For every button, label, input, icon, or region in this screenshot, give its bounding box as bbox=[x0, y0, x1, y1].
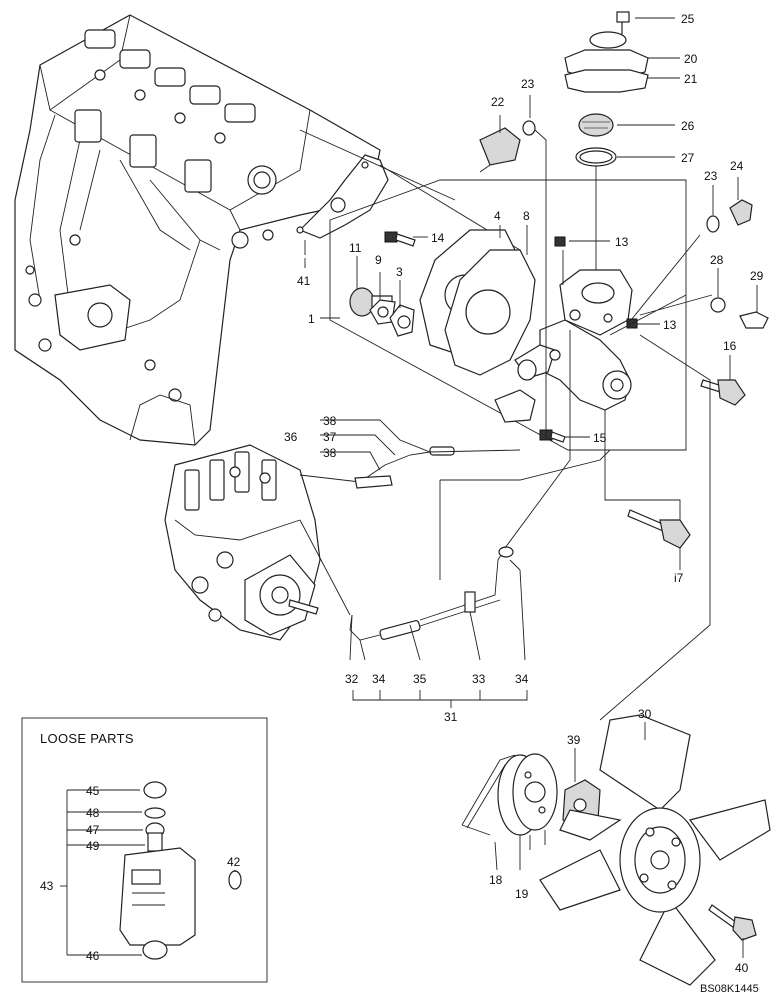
callout-14: 14 bbox=[431, 231, 445, 245]
callout-22: 22 bbox=[491, 95, 505, 109]
callout-25: 25 bbox=[681, 12, 695, 26]
callout-45: 45 bbox=[86, 784, 100, 798]
callout-37: 37 bbox=[323, 430, 337, 444]
washer-42 bbox=[228, 870, 242, 890]
leader-line bbox=[320, 419, 521, 453]
callout-34-left: 34 bbox=[372, 672, 386, 686]
callout-36: 36 bbox=[284, 430, 298, 444]
callout-3: 3 bbox=[396, 265, 403, 279]
water-pump-body bbox=[494, 269, 633, 423]
callout-16: 16 bbox=[723, 339, 737, 353]
gasket-41 bbox=[296, 154, 389, 255]
callout-40: 40 bbox=[735, 961, 749, 975]
loose-parts-title: LOOSE PARTS bbox=[40, 731, 134, 746]
leader-bracket bbox=[66, 789, 145, 956]
callout-28: 28 bbox=[710, 253, 724, 267]
leader-line bbox=[599, 334, 711, 721]
callout-13-bottom: 13 bbox=[663, 318, 677, 332]
drawing-code: BS08K1445 bbox=[700, 983, 759, 995]
leader-line bbox=[534, 129, 547, 440]
callout-13-top: 13 bbox=[615, 235, 629, 249]
bolt-40 bbox=[708, 904, 757, 941]
callout-48: 48 bbox=[86, 806, 100, 820]
callout-49: 49 bbox=[86, 839, 100, 853]
callout-1: 1 bbox=[308, 312, 315, 326]
callout-33: 33 bbox=[472, 672, 486, 686]
callout-24: 24 bbox=[730, 159, 744, 173]
callout-39: 39 bbox=[567, 733, 581, 747]
callout-43: 43 bbox=[40, 879, 54, 893]
leader-line bbox=[320, 451, 381, 471]
bracket-ticks bbox=[379, 690, 481, 708]
callout-19: 19 bbox=[515, 887, 529, 901]
plug-24 bbox=[706, 199, 753, 233]
assembly-outline bbox=[329, 179, 687, 451]
bolt-29 bbox=[739, 311, 769, 329]
sensor-22 bbox=[479, 127, 521, 173]
washer-28 bbox=[710, 297, 726, 313]
leader-line bbox=[469, 611, 481, 661]
leader-line bbox=[494, 835, 521, 871]
callout-11: 11 bbox=[349, 241, 362, 255]
leader-line bbox=[409, 624, 421, 661]
callout-41: 41 bbox=[297, 274, 311, 288]
callout-26: 26 bbox=[681, 119, 695, 133]
fuel-hose-36 bbox=[299, 446, 455, 489]
cooling-fan-30 bbox=[539, 714, 771, 986]
callout-34-right: 34 bbox=[515, 672, 529, 686]
bolt-16 bbox=[700, 379, 746, 406]
callout-32: 32 bbox=[345, 672, 359, 686]
callout-8: 8 bbox=[523, 209, 530, 223]
callout-35: 35 bbox=[413, 672, 427, 686]
callout-42: 42 bbox=[227, 855, 241, 869]
callout-38-bottom: 38 bbox=[323, 446, 337, 460]
thermostat-parts bbox=[349, 287, 415, 337]
injection-pump bbox=[164, 444, 321, 641]
callout-38-top: 38 bbox=[323, 414, 337, 428]
callout-15: 15 bbox=[593, 431, 607, 445]
leader-line bbox=[504, 330, 571, 549]
bracket-31 bbox=[352, 690, 528, 701]
leader-line bbox=[299, 129, 456, 201]
leader-line bbox=[349, 614, 353, 661]
callout-9: 9 bbox=[375, 253, 382, 267]
callout-23-right: 23 bbox=[704, 169, 718, 183]
leader-line bbox=[529, 830, 546, 850]
callout-21: 21 bbox=[684, 72, 698, 86]
fuel-pipe-31 bbox=[349, 546, 514, 641]
bolt-14 bbox=[384, 231, 416, 247]
leader-line bbox=[509, 559, 526, 661]
callout-23-top: 23 bbox=[521, 77, 535, 91]
callout-29: 29 bbox=[750, 269, 764, 283]
leader-line bbox=[604, 410, 681, 520]
oil-filler-cap-43 bbox=[119, 781, 196, 960]
bolt-17 bbox=[627, 509, 691, 549]
callout-47: 47 bbox=[86, 823, 100, 837]
leader-line bbox=[609, 234, 713, 336]
gasket-8 bbox=[444, 249, 536, 376]
washer-23 bbox=[522, 120, 536, 136]
leader-line bbox=[320, 434, 396, 456]
pulley-19 bbox=[497, 753, 558, 836]
callout-17: i7 bbox=[674, 571, 684, 585]
leader-line bbox=[359, 639, 366, 661]
callout-30: 30 bbox=[638, 707, 652, 721]
callout-46: 46 bbox=[86, 949, 100, 963]
loose-parts-box bbox=[21, 717, 268, 983]
leader-line bbox=[299, 519, 351, 616]
leader-line bbox=[440, 449, 611, 481]
engine-block bbox=[14, 14, 381, 446]
callout-18: 18 bbox=[489, 873, 503, 887]
callout-20: 20 bbox=[684, 52, 698, 66]
callout-27: 27 bbox=[681, 151, 695, 165]
callout-31: 31 bbox=[444, 710, 458, 724]
thermostat-cover bbox=[564, 11, 649, 270]
callout-4: 4 bbox=[494, 209, 501, 223]
bolt-15 bbox=[539, 429, 566, 443]
